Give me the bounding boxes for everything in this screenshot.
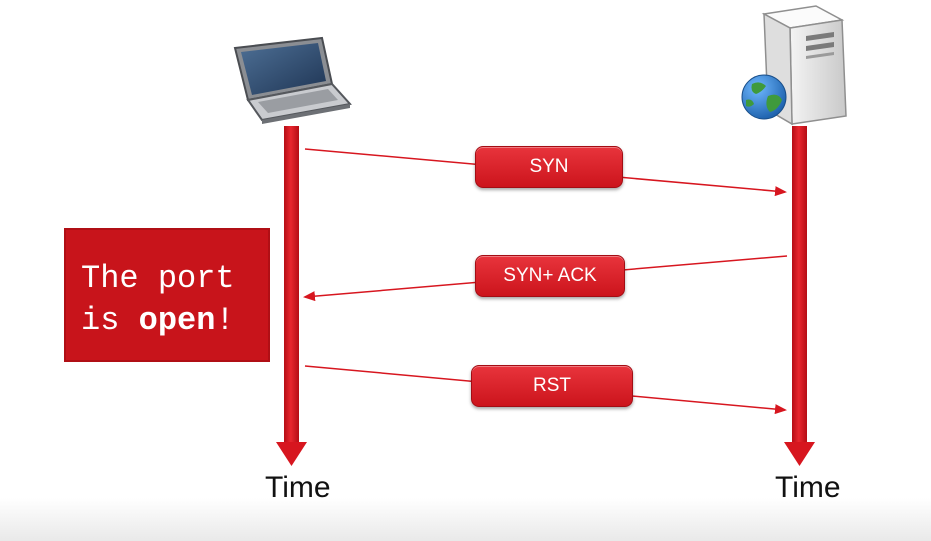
client-time-label: Time <box>265 471 331 504</box>
server-timeline <box>784 126 815 466</box>
status-line-2-suffix: ! <box>215 302 235 339</box>
status-line-2-prefix: is <box>81 302 139 339</box>
status-open-word: open <box>138 302 216 339</box>
syn-label: SYN <box>475 146 623 188</box>
laptop-icon <box>233 36 352 124</box>
server-globe-icon <box>741 5 847 126</box>
server-time-label: Time <box>775 471 841 504</box>
status-line-1: The port <box>81 260 235 297</box>
client-timeline <box>276 126 307 466</box>
rst-label: RST <box>471 365 633 407</box>
bottom-shade <box>0 498 931 541</box>
synack-label: SYN+ ACK <box>475 255 625 297</box>
port-status-box: The port is open! <box>64 228 270 362</box>
